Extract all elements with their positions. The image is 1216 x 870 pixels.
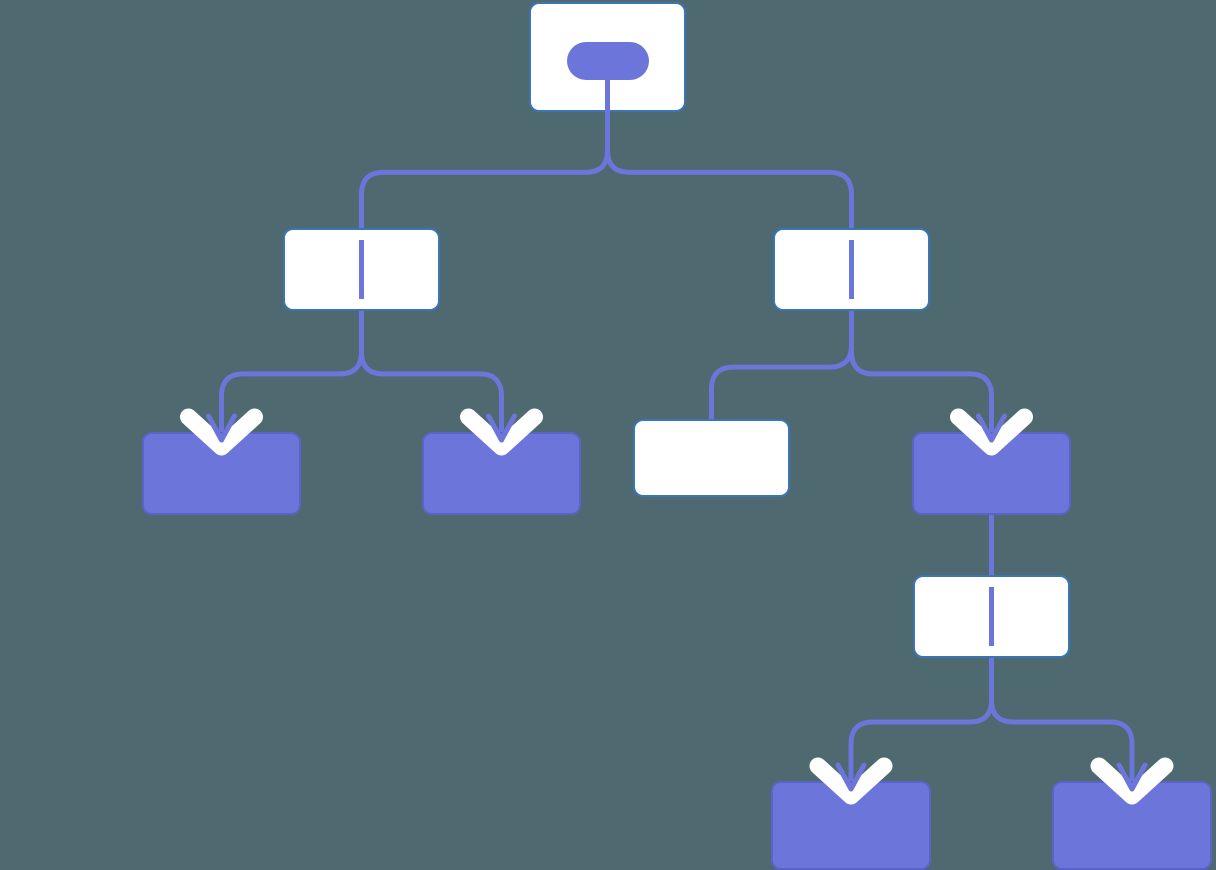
edge-terminal-e-l4-l5b — [1099, 765, 1165, 796]
edge-terminal-e-l2left-l3b — [469, 416, 535, 447]
edge-terminal-e-l2right-l3d — [959, 416, 1025, 447]
edge-terminal-e-l2left-l3a — [189, 416, 255, 447]
edge-terminal-e-l4-l5a — [818, 765, 884, 796]
